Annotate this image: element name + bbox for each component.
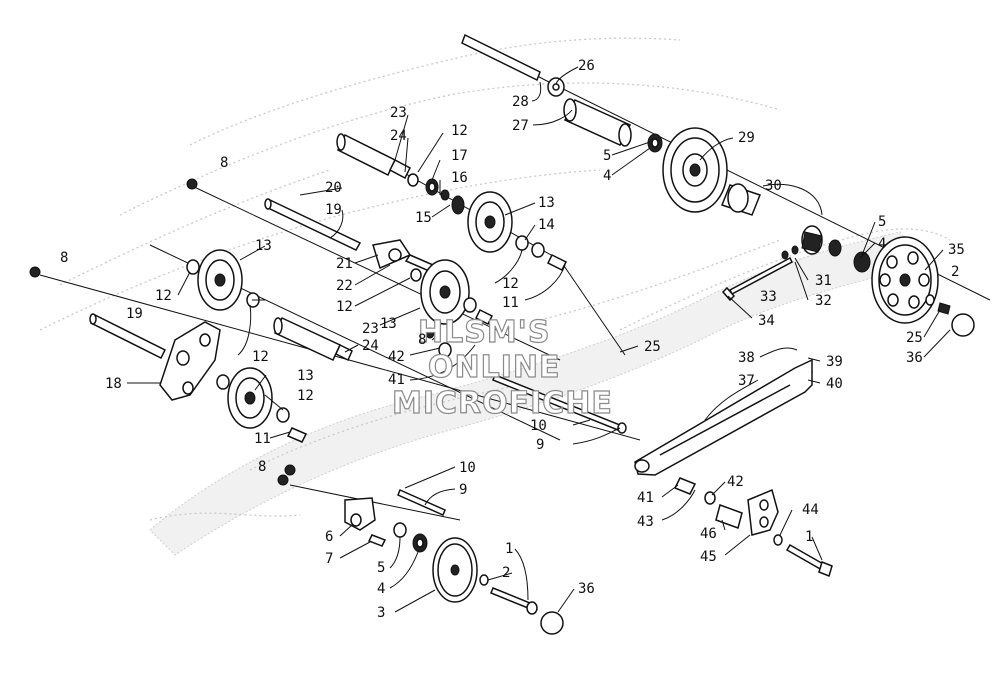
callout-24: 24 [390,128,407,144]
callout-8: 8 [60,250,68,266]
callout-32: 32 [815,293,832,309]
callout-45: 45 [700,549,717,565]
callout-11: 11 [502,295,519,311]
callout-6: 6 [325,529,333,545]
callout-labels: 26 28 27 23 24 12 17 16 15 29 5 4 30 8 2… [60,58,965,621]
callout-25: 25 [906,330,923,346]
shaft-23-24-upper [336,133,465,215]
callout-27: 27 [512,118,529,134]
watermark: HLSM'S ONLINE MICROFICHE [391,314,613,421]
callout-11: 11 [254,431,271,447]
callout-40: 40 [826,376,843,392]
wheel-13-middle [420,259,494,326]
callout-12: 12 [252,349,269,365]
callout-4: 4 [603,168,611,184]
callout-5: 5 [603,148,611,164]
callout-12: 12 [297,388,314,404]
callout-4: 4 [377,581,385,597]
callout-30: 30 [765,178,782,194]
callout-29: 29 [738,130,755,146]
callout-13: 13 [538,195,555,211]
callout-39: 39 [826,354,843,370]
arm-37-38 [634,358,813,476]
callout-22: 22 [336,278,353,294]
callout-5: 5 [377,560,385,576]
callout-4: 4 [878,236,886,252]
callout-26: 26 [578,58,595,74]
ghost-frame [39,37,951,556]
callout-12: 12 [502,276,519,292]
callout-12: 12 [451,123,468,139]
callout-1: 1 [505,541,513,557]
callout-20: 20 [325,180,342,196]
callout-19: 19 [325,202,342,218]
leader-lines [127,66,951,613]
callout-24: 24 [362,338,379,354]
callout-8: 8 [258,459,266,475]
callout-14: 14 [538,217,555,233]
callout-33: 33 [760,289,777,305]
bolt-33-34 [721,245,799,302]
callout-38: 38 [738,350,755,366]
watermark-line-2: ONLINE [428,350,561,385]
callout-21: 21 [336,256,353,272]
wheel-hub-30 [721,183,823,255]
callout-9: 9 [536,437,544,453]
callout-41: 41 [637,490,654,506]
callout-34: 34 [758,313,775,329]
upper-axle-assembly [461,33,663,153]
callout-31: 31 [815,273,832,289]
callout-36: 36 [578,581,595,597]
callout-36: 36 [906,350,923,366]
wheel-35 [828,236,975,337]
bolt-9-10-upper [425,327,627,434]
callout-16: 16 [451,170,468,186]
callout-15: 15 [415,210,432,226]
shaft-23-24-lower [273,317,353,362]
callout-46: 46 [700,526,717,542]
callout-8: 8 [220,155,228,171]
callout-17: 17 [451,148,468,164]
callout-41: 41 [388,372,405,388]
bracket-18 [159,321,230,401]
watermark-line-3: MICROFICHE [392,386,613,421]
callout-44: 44 [802,502,819,518]
watermark-line-1: HLSM'S [418,315,550,350]
callout-10: 10 [530,418,547,434]
callout-1: 1 [805,529,813,545]
callout-8: 8 [418,332,426,348]
shaft-19-lower [89,313,167,360]
callout-28: 28 [512,94,529,110]
callout-43: 43 [637,514,654,530]
callout-13: 13 [255,238,272,254]
callout-13: 13 [380,316,397,332]
callout-18: 18 [105,376,122,392]
callout-5: 5 [878,214,886,230]
callout-42: 42 [388,349,405,365]
shaft-19-20 [186,178,362,251]
parts-41-46 [673,477,833,578]
callout-23: 23 [390,105,407,121]
wheel-13-upper [467,191,568,272]
callout-12: 12 [155,288,172,304]
callout-10: 10 [459,460,476,476]
callout-12: 12 [336,299,353,315]
callout-13: 13 [297,368,314,384]
callout-2: 2 [951,264,959,280]
callout-42: 42 [727,474,744,490]
callout-9: 9 [459,482,467,498]
callout-7: 7 [325,551,333,567]
idler-wheel-29 [662,127,728,213]
callout-37: 37 [738,373,755,389]
callout-35: 35 [948,242,965,258]
callout-19: 19 [126,306,143,322]
callout-23: 23 [362,321,379,337]
wheel-13-left [29,249,260,311]
lower-wheel-assembly [277,464,564,635]
callout-2: 2 [502,565,510,581]
wheel-13-lower [227,367,308,443]
callout-25: 25 [644,339,661,355]
callout-3: 3 [377,605,385,621]
